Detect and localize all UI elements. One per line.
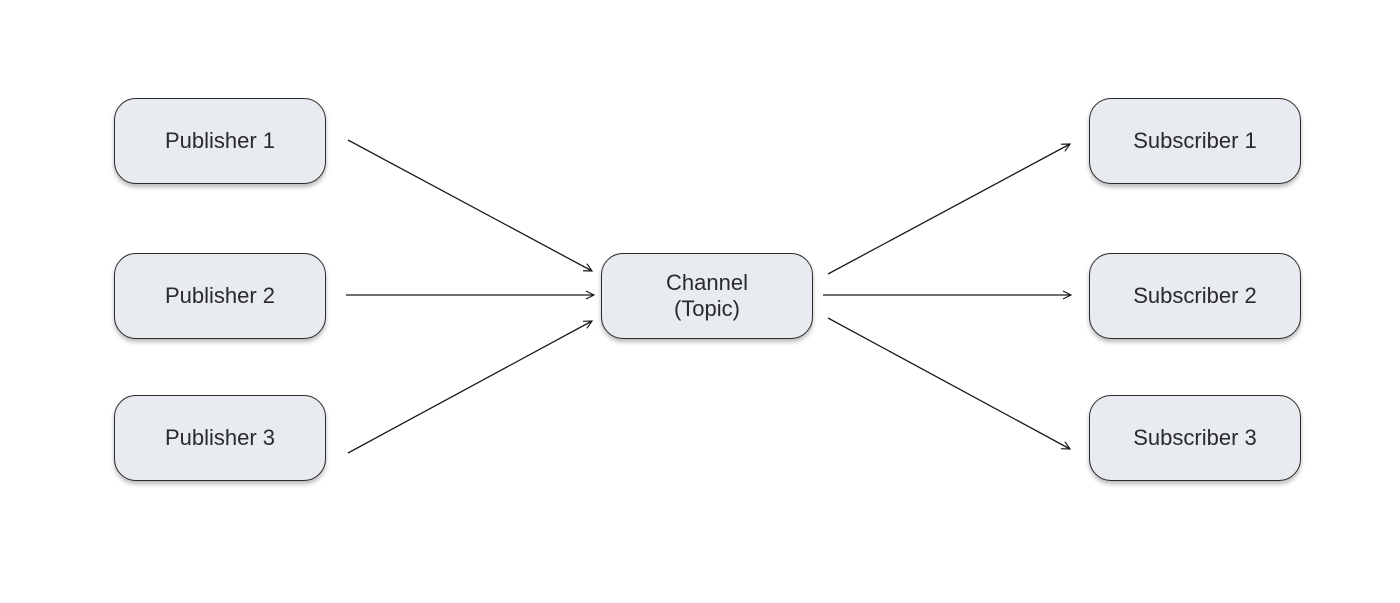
subscriber-1-label: Subscriber 1 xyxy=(1133,128,1257,153)
arrow-publisher-1-to-channel xyxy=(347,139,592,271)
publisher-1-label: Publisher 1 xyxy=(164,128,276,153)
publisher-2-label: Publisher 2 xyxy=(164,283,276,308)
publisher-1-node: Publisher 1 xyxy=(114,98,326,184)
arrow-publisher-3-to-channel xyxy=(347,321,592,454)
subscriber-1-node: Subscriber 1 xyxy=(1089,98,1301,184)
arrow-channel-to-subscriber-3 xyxy=(827,317,1070,449)
subscriber-2-node: Subscriber 2 xyxy=(1089,253,1301,339)
subscriber-2-label: Subscriber 2 xyxy=(1133,283,1257,308)
publisher-2-node: Publisher 2 xyxy=(114,253,326,339)
subscriber-3-label: Subscriber 3 xyxy=(1133,425,1257,450)
subscriber-3-node: Subscriber 3 xyxy=(1089,395,1301,481)
publisher-3-label: Publisher 3 xyxy=(164,425,276,450)
publisher-3-node: Publisher 3 xyxy=(114,395,326,481)
channel-node: Channel (Topic) xyxy=(601,253,813,339)
arrow-channel-to-subscriber-1 xyxy=(827,144,1070,275)
channel-topic-label: (Topic) xyxy=(673,296,740,321)
channel-label: Channel xyxy=(666,270,748,295)
